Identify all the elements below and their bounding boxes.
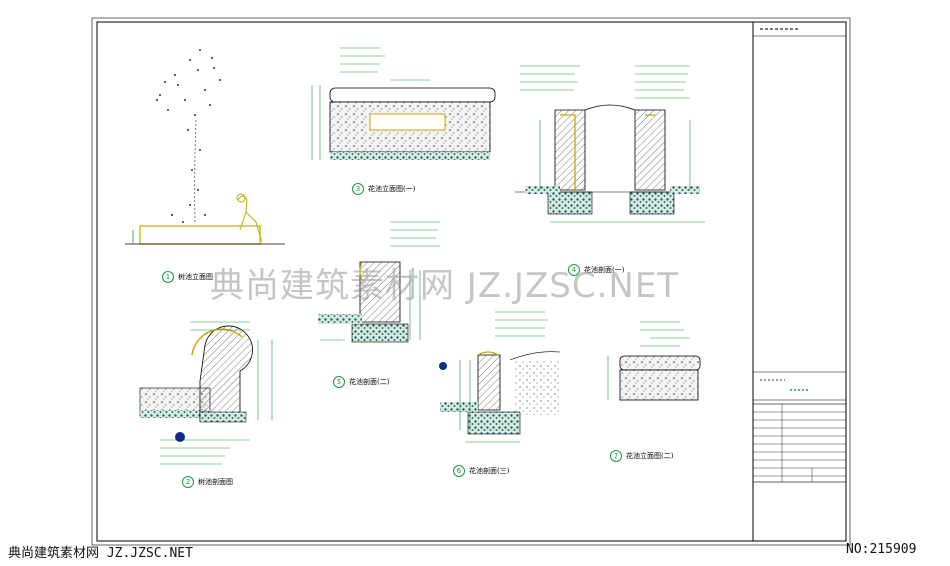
caption-number: 6: [453, 465, 465, 477]
footer-site-label: 典尚建筑素材网 JZ.JZSC.NET: [8, 546, 193, 561]
outer-border: [91, 17, 851, 546]
caption-drawing-7: 7 花池立面图(二): [610, 450, 673, 462]
caption-number: 2: [182, 476, 194, 488]
caption-text: 树池立面图: [178, 273, 213, 281]
caption-drawing-5: 5 花池剖面(二): [333, 376, 389, 388]
caption-text: 树池剖面图: [198, 478, 233, 486]
caption-drawing-3: 3 花池立面图(一): [352, 183, 415, 195]
caption-text: 花池剖面(三): [469, 467, 510, 475]
caption-text: 花池立面图(一): [368, 185, 416, 193]
drawing-6-planter-section-3: [439, 311, 561, 443]
caption-number: 1: [162, 271, 174, 283]
caption-drawing-1: 1 树池立面图: [162, 271, 213, 283]
drawing-4-planter-section: [515, 65, 705, 223]
caption-drawing-6: 6 花池剖面(三): [453, 465, 509, 477]
drawing-5-planter-section-2: [318, 221, 440, 343]
caption-number: 7: [610, 450, 622, 462]
drawing-7-planter-elevation-2: [607, 321, 701, 401]
caption-number: 3: [352, 183, 364, 195]
drawing-3-planter-elevation: [311, 47, 496, 160]
caption-text: 花池剖面(一): [584, 266, 625, 274]
caption-number: 4: [568, 264, 580, 276]
caption-drawing-2: 2 树池剖面图: [182, 476, 233, 488]
drawing-2-tree-section: [139, 321, 273, 465]
caption-text: 花池立面图(二): [626, 452, 674, 460]
title-block: [752, 22, 847, 541]
watermark: 典尚建筑素材网 JZ.JZSC.NET: [210, 266, 680, 306]
caption-text: 花池剖面(二): [349, 378, 390, 386]
caption-drawing-4: 4 花池剖面(一): [568, 264, 624, 276]
drawing-1-tree-elevation: [125, 49, 285, 245]
footer-id-label: NO:215909: [846, 542, 917, 557]
sheet-border: [96, 21, 847, 542]
caption-number: 5: [333, 376, 345, 388]
